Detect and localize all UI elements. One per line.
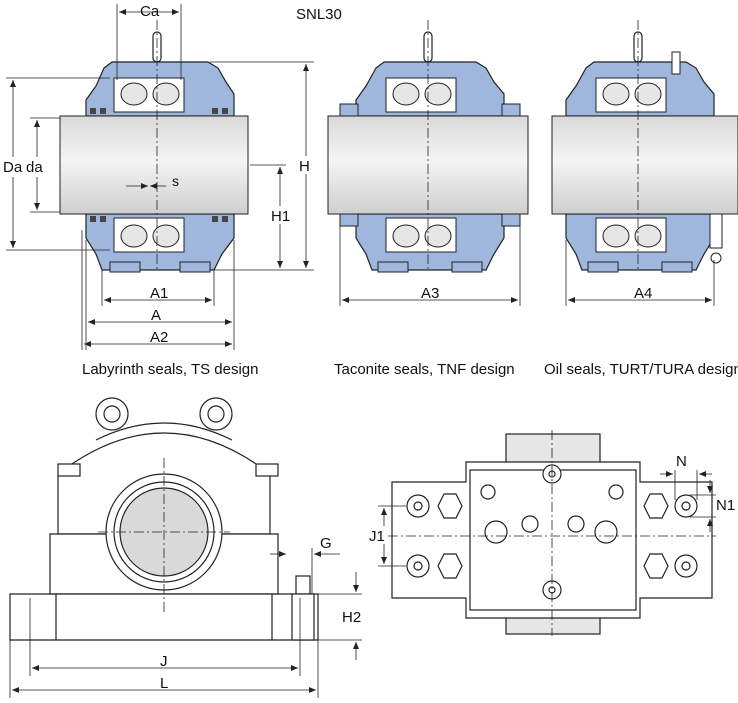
dim-g: G bbox=[320, 535, 332, 552]
dim-h: H bbox=[299, 158, 310, 175]
caption-ts: Labyrinth seals, TS design bbox=[82, 361, 259, 378]
dim-a3: A3 bbox=[421, 285, 439, 302]
dim-n1: N1 bbox=[716, 497, 735, 514]
dim-a1: A1 bbox=[150, 285, 168, 302]
dim-j: J bbox=[160, 653, 168, 670]
caption-tnf: Taconite seals, TNF design bbox=[334, 361, 515, 378]
ts-design-section: Ca Da da s H H1 A1 A A bbox=[2, 3, 314, 350]
dim-a4: A4 bbox=[634, 285, 652, 302]
dim-j1: J1 bbox=[369, 528, 385, 545]
dim-n: N bbox=[676, 453, 687, 470]
dim-ca: Ca bbox=[140, 3, 160, 20]
tnf-design-section: A3 bbox=[327, 20, 529, 306]
dim-da-inner: da bbox=[26, 159, 43, 176]
caption-turt: Oil seals, TURT/TURA design bbox=[544, 361, 738, 378]
dim-h1: H1 bbox=[271, 208, 290, 225]
top-view-dims: J1 N N1 bbox=[368, 430, 735, 636]
diagram-title: SNL30 bbox=[296, 6, 342, 23]
dim-l: L bbox=[160, 675, 168, 692]
turt-design-section: A4 bbox=[551, 20, 738, 306]
front-view-dims: G H2 J L bbox=[9, 458, 362, 698]
dim-da-outer: Da bbox=[3, 159, 23, 176]
dim-a: A bbox=[151, 307, 161, 324]
dim-a2: A2 bbox=[150, 329, 168, 346]
dim-s: s bbox=[172, 173, 179, 189]
dim-h2: H2 bbox=[342, 609, 361, 626]
